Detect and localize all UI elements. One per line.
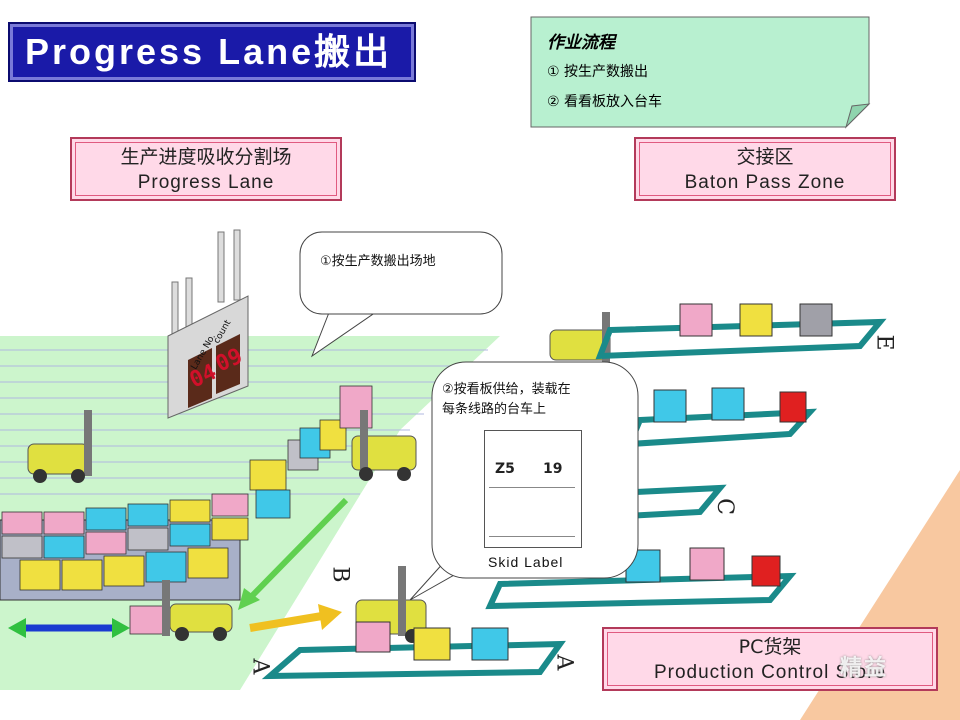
skid-label-lines	[489, 487, 575, 537]
zone-progress-lane-en: Progress Lane	[137, 172, 275, 193]
skid-label-caption: Skid Label	[488, 554, 564, 570]
lane-sign	[167, 229, 249, 419]
callout-step2-line1: ②按看板供给，装载在	[442, 382, 571, 397]
route-lane-b	[485, 547, 797, 610]
workflow-note-fold	[844, 103, 871, 129]
route-lane-a	[261, 621, 566, 680]
zone-pc-store: PC货架 Production Control Store	[602, 627, 938, 691]
yellow-flow-arrow	[249, 612, 323, 632]
workflow-note-text: 作业流程 ① 按生产数搬出 ② 看看板放入台车	[547, 28, 662, 121]
zone-progress-lane-cn: 生产进度吸收分割场	[120, 146, 292, 168]
route-lane-d	[625, 387, 818, 448]
skid-label-card: Z5 19	[484, 430, 582, 548]
forklift-icon	[351, 410, 417, 481]
zone-pc-store-en: Production Control Store	[653, 662, 887, 683]
callout-step1-text: ①按生产数搬出场地	[320, 254, 436, 269]
forklift-icon	[27, 410, 92, 483]
progress-lane-floor	[0, 336, 500, 430]
route-lane-c	[621, 484, 727, 520]
route-letter-c: C	[711, 498, 737, 515]
zone-progress-lane: 生产进度吸收分割场 Progress Lane	[70, 137, 342, 201]
skid-label-number: 19	[543, 461, 563, 477]
route-letter-b: B	[327, 566, 353, 583]
route-letter-e: E	[871, 334, 897, 351]
route-letter-a-left: A	[247, 658, 273, 675]
pallet-stacks	[0, 385, 373, 635]
zone-baton-pass-en: Baton Pass Zone	[684, 172, 846, 193]
zone-pc-store-cn: PC货架	[738, 636, 802, 658]
workflow-step-1: ① 按生产数搬出	[547, 64, 649, 80]
lane-arrow-left	[8, 618, 26, 638]
zone-baton-pass: 交接区 Baton Pass Zone	[634, 137, 896, 201]
route-letter-a-right: A	[551, 654, 577, 671]
forklift-icon	[162, 580, 233, 641]
workflow-step-2: ② 看看板放入台车	[547, 94, 663, 110]
callout-bubble-step1	[299, 231, 503, 358]
green-flow-arrow	[245, 497, 349, 603]
skid-label-code: Z5	[495, 461, 515, 477]
route-lane-e	[595, 303, 887, 360]
green-arrow-head	[238, 588, 260, 610]
lane-arrow-right	[112, 618, 130, 638]
workflow-heading: 作业流程	[547, 33, 615, 53]
callout-step2-line2: 每条线路的台车上	[442, 402, 547, 417]
callout-step2-text: ②按看板供给，装载在 每条线路的台车上	[442, 380, 571, 420]
page-title: Progress Lane搬出	[8, 22, 416, 82]
yellow-arrow-head	[318, 604, 342, 630]
zone-baton-pass-cn: 交接区	[736, 146, 794, 168]
watermark: 精益	[840, 656, 889, 681]
